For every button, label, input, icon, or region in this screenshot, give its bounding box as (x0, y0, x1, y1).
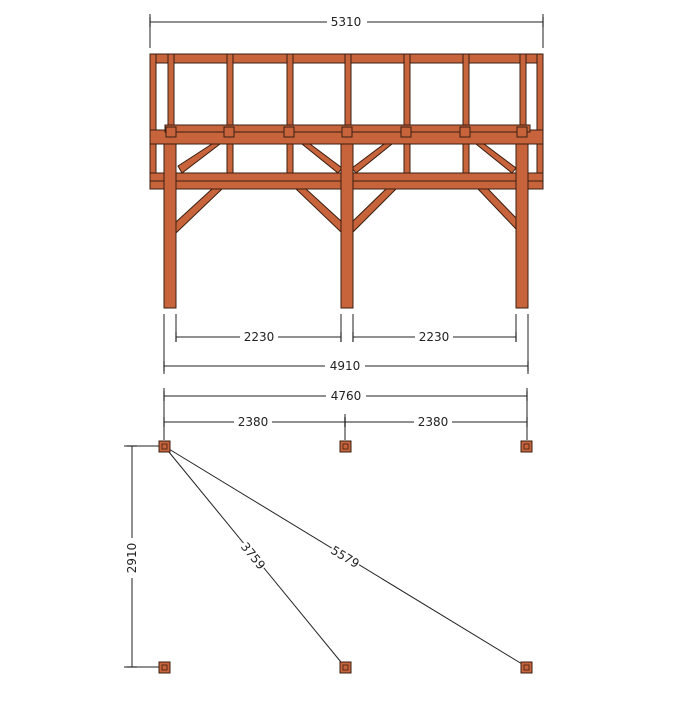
label-post-span: 4910 (330, 359, 361, 373)
post-right (515, 143, 529, 309)
beam-brackets (165, 126, 528, 138)
lower-knee-braces (175, 188, 517, 235)
front-elevation (149, 53, 544, 309)
label-plan-bay-left: 2380 (238, 415, 269, 429)
label-overall-width: 5310 (331, 15, 362, 29)
plan-dimensions (124, 388, 528, 668)
label-bay-left: 2230 (244, 330, 275, 344)
footing-top-right (520, 440, 533, 453)
label-diagonal-long: 5579 (328, 543, 361, 571)
elevation-dimensions (149, 14, 544, 374)
plan-label-masks (124, 389, 452, 578)
label-plan-bay-right: 2380 (418, 415, 449, 429)
footing-top-left (158, 440, 171, 453)
label-plan-depth: 2910 (125, 543, 139, 574)
footing-top-middle (339, 440, 352, 453)
label-plan-overall-width: 4760 (331, 389, 362, 403)
footing-bottom-middle (339, 661, 352, 674)
diagonal-long-label-group: 5579 (328, 541, 363, 571)
label-masks (240, 15, 453, 373)
footing-bottom-left (158, 661, 171, 674)
footings (158, 440, 533, 674)
diagonal-short-label-group: 3759 (238, 538, 270, 572)
footing-bottom-right (520, 661, 533, 674)
post-middle (340, 143, 354, 309)
upper-balusters (149, 53, 544, 189)
label-bay-right: 2230 (419, 330, 450, 344)
post-left (163, 143, 177, 309)
